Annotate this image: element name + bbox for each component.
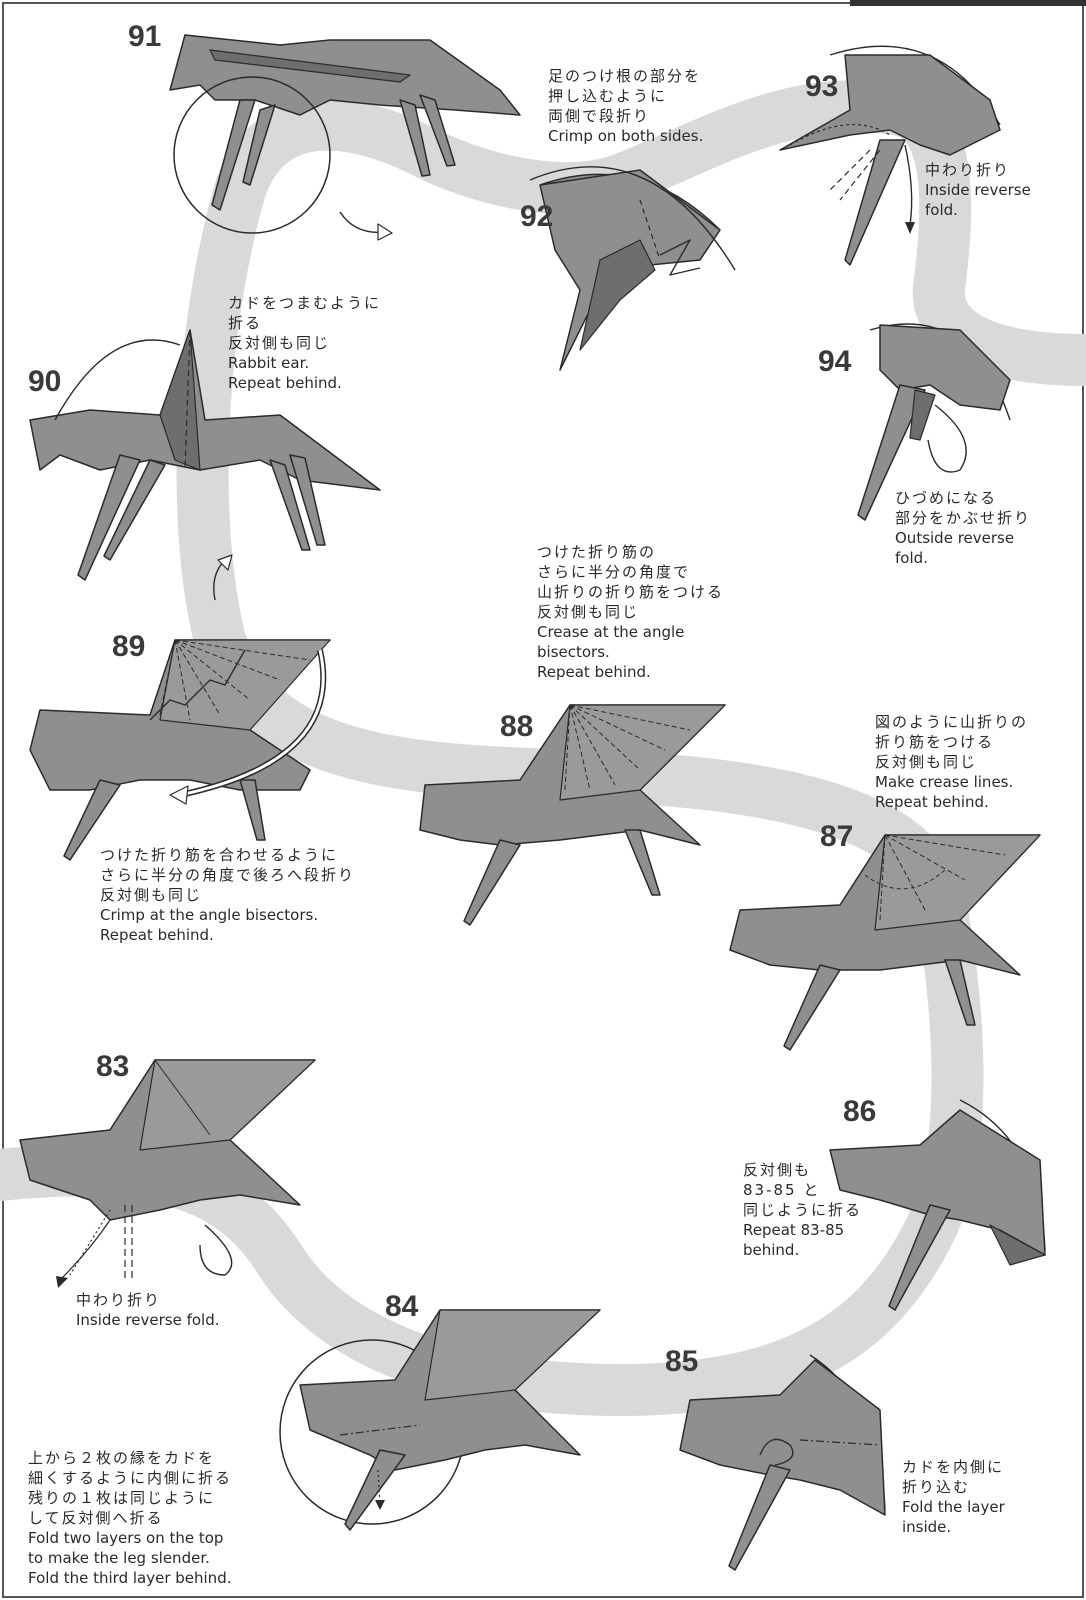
figure-93: [779, 45, 1001, 266]
top-corner-bar: [850, 0, 1086, 6]
figure-92: [529, 166, 736, 371]
figure-94: [857, 323, 1011, 521]
figure-87: [729, 834, 1041, 1051]
figure-89: [29, 639, 331, 861]
note-85: カドを内側に 折り込む Fold the layer inside.: [902, 1458, 1005, 1536]
note-90: カドをつまむように 折る 反対側も同じ Rabbit ear. Repeat b…: [228, 294, 382, 392]
figure-83: [19, 1059, 316, 1288]
note-93: 中わり折り Inside reverse fold.: [925, 161, 1031, 219]
step-number-89: 89: [112, 630, 146, 663]
note-86: 反対側も 83-85 と 同じように折る Repeat 83-85 behind…: [743, 1161, 863, 1259]
note-88: つけた折り筋の さらに半分の角度で 山折りの折り筋をつける 反対側も同じ Cre…: [537, 543, 725, 681]
step-number-94: 94: [818, 345, 852, 378]
step-number-84: 84: [385, 1290, 419, 1323]
note-83: 中わり折り Inside reverse fold.: [76, 1291, 220, 1329]
step-number-87: 87: [820, 820, 854, 853]
step-number-93: 93: [805, 70, 839, 103]
figure-90: [29, 329, 381, 601]
note-94: ひづめになる 部分をかぶせ折り Outside reverse fold.: [895, 489, 1032, 567]
step-number-90: 90: [28, 365, 62, 398]
sequence-path-band: [0, 80, 1086, 1417]
note-89: つけた折り筋を合わせるように さらに半分の角度で後ろへ段折り 反対側も同じ Cr…: [100, 846, 356, 944]
step-number-88: 88: [500, 710, 534, 743]
figure-85: [679, 1354, 886, 1571]
step-number-86: 86: [843, 1095, 877, 1128]
figure-88: [419, 704, 726, 926]
figure-91: [169, 34, 521, 241]
note-84: 上から２枚の縁をカドを 細くするように内側に折る 残りの１枚は同じように して反…: [28, 1449, 233, 1587]
figure-84: [279, 1309, 601, 1531]
step-number-85: 85: [665, 1345, 699, 1378]
step-number-83: 83: [96, 1050, 130, 1083]
step-number-91: 91: [128, 20, 162, 53]
step-number-92: 92: [520, 200, 554, 233]
figure-86: [829, 1099, 1046, 1311]
note-92: 足のつけ根の部分を 押し込むように 両側で段折り Crimp on both s…: [548, 67, 704, 145]
note-87: 図のように山折りの 折り筋をつける 反対側も同じ Make crease lin…: [875, 713, 1029, 811]
